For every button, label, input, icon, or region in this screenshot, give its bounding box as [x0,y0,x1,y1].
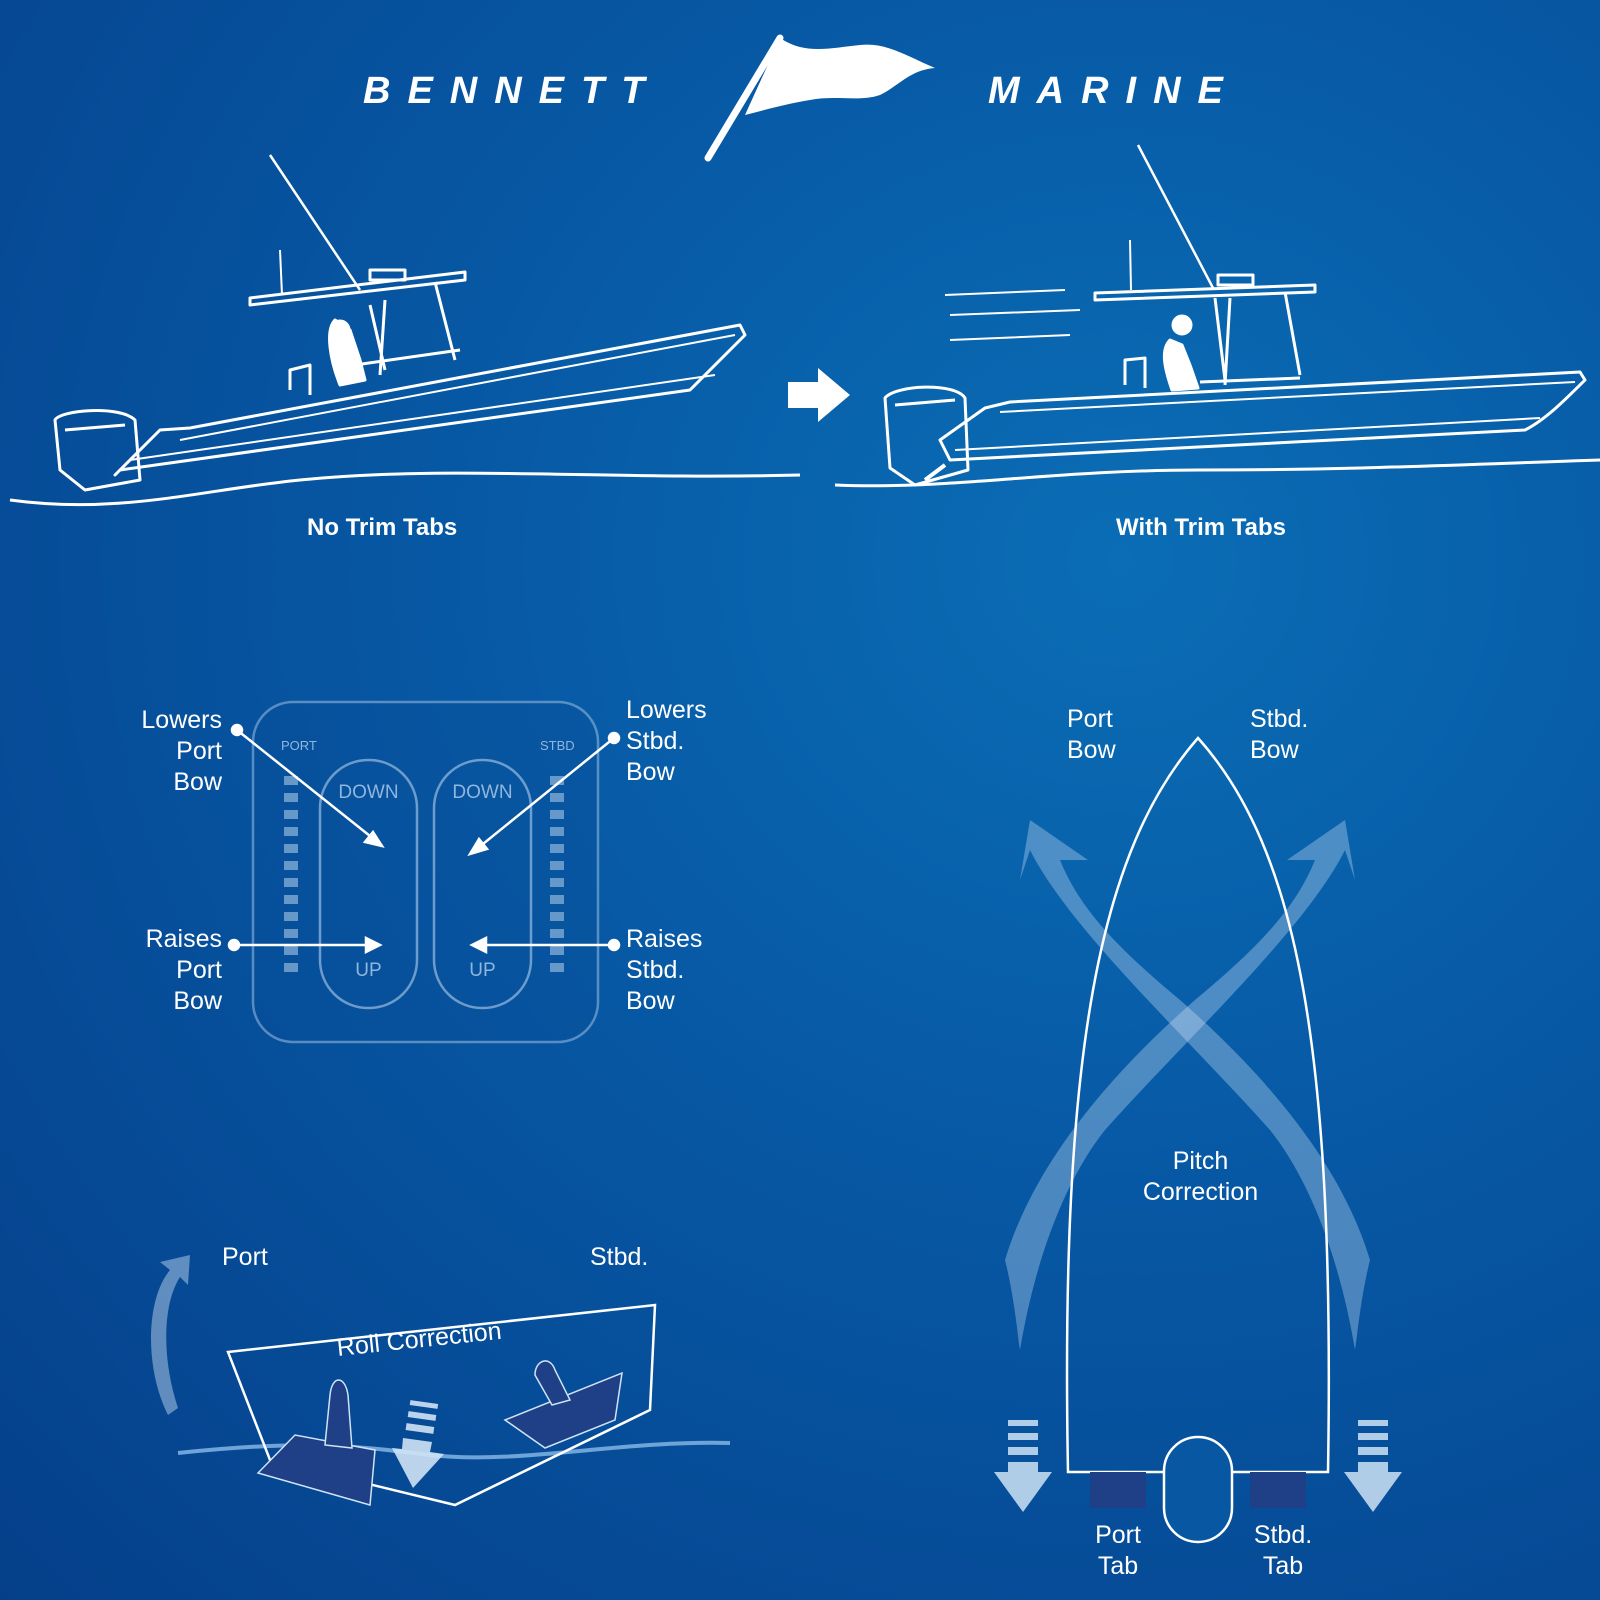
indicator-led [284,912,298,921]
indicator-led [550,946,564,955]
indicator-led [284,861,298,870]
roll-stbd-label: Stbd. [590,1243,649,1271]
stbd-up-label[interactable]: UP [469,960,496,981]
indicator-led [550,827,564,836]
port-up-label[interactable]: UP [355,960,382,981]
indicator-led [550,861,564,870]
roll-port-label: Port [222,1243,268,1271]
pitch-stbd-tab-label: Stbd. Tab [1253,1521,1313,1580]
indicator-led [284,895,298,904]
indicator-led [284,810,298,819]
control-panel [251,700,600,1044]
panel-port-label: PORT [281,738,317,753]
brand-left-wordmark: BENNETT [363,70,662,112]
indicator-led [550,776,564,785]
stbd-trim-tab [503,1371,623,1449]
flag-logo [704,34,935,162]
callout-arrows [227,723,621,955]
callout-lowers-port-bow: Lowers Port Bow [141,706,222,796]
boat-with-tabs-drawing [834,144,1600,488]
port-indicator-leds [284,776,298,972]
stbd-rocker-switch[interactable] [432,758,533,1010]
indicator-led [550,912,564,921]
indicator-led [284,963,298,972]
indicator-led [284,827,298,836]
panel-stbd-label: STBD [540,738,575,753]
stbd-tab-block [1250,1472,1306,1508]
port-tab-block [1090,1472,1146,1508]
roll-up-arrow-icon [150,1255,190,1415]
indicator-led [550,929,564,938]
stbd-down-label[interactable]: DOWN [452,782,513,803]
brand-right-wordmark: MARINE [988,70,1240,112]
indicator-led [550,810,564,819]
roll-diagram [150,1255,731,1507]
indicator-led [550,963,564,972]
port-down-label[interactable]: DOWN [338,782,399,803]
indicator-led [550,895,564,904]
port-rocker-switch[interactable] [318,758,419,1010]
indicator-led [284,776,298,785]
indicator-led [550,844,564,853]
callout-raises-port-bow: Raises Port Bow [145,925,222,1015]
stbd-indicator-leds [550,776,564,972]
indicator-led [550,878,564,887]
indicator-led [550,793,564,802]
indicator-led [284,946,298,955]
callout-raises-stbd-bow: Raises Stbd. Bow [626,925,703,1015]
roll-down-arrow-icon [392,1400,444,1488]
caption-with-trim-tabs: With Trim Tabs [1116,514,1287,541]
transition-arrow-icon [788,368,850,422]
down-arrow-right-icon [1344,1420,1402,1512]
indicator-led [284,878,298,887]
pitch-correction-title: Pitch Correction [1142,1147,1259,1206]
pitch-port-tab-label: Port Tab [1095,1521,1141,1580]
indicator-led [284,844,298,853]
pitch-stbd-bow-label: Stbd. Bow [1250,705,1309,764]
outboard-engine-top [1162,1435,1234,1544]
indicator-led [284,793,298,802]
boat-no-tabs-drawing [9,154,801,507]
pitch-port-bow-label: Port Bow [1067,705,1116,764]
port-trim-tab [256,1434,376,1506]
pitch-diagram [994,736,1402,1544]
callout-lowers-stbd-bow: Lowers Stbd. Bow [626,696,707,786]
down-arrow-left-icon [994,1420,1052,1512]
indicator-led [284,929,298,938]
caption-no-trim-tabs: No Trim Tabs [307,514,458,541]
